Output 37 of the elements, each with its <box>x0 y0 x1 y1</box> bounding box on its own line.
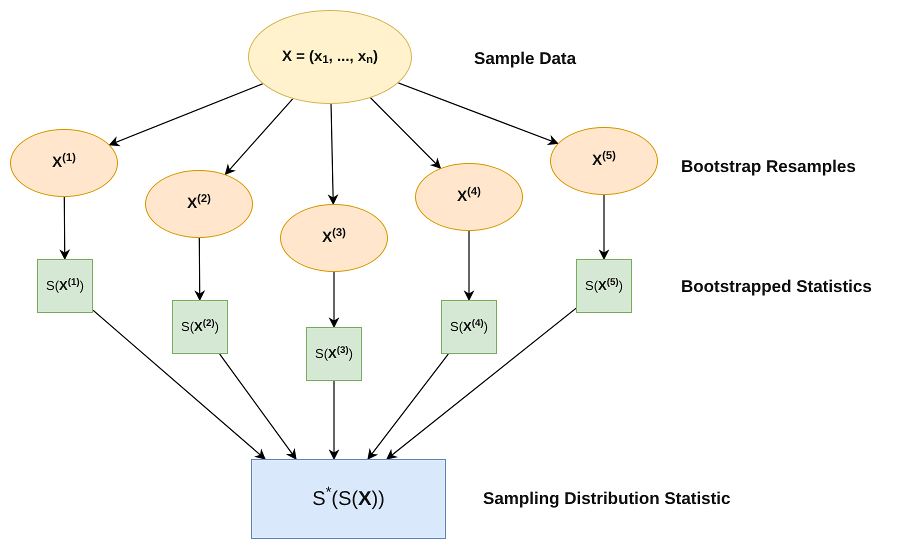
arrow <box>386 308 576 460</box>
node-text: S(X$^{(4)}$) <box>450 318 488 336</box>
stage-label: Sample Data <box>474 48 576 70</box>
arrow <box>224 98 294 176</box>
arrow <box>598 195 610 260</box>
arrow <box>328 272 340 328</box>
arrow <box>370 97 442 169</box>
arrow <box>194 238 206 302</box>
arrow <box>59 197 70 260</box>
statistic-box <box>37 259 93 313</box>
stage-label: Bootstrapped Statistics <box>681 276 872 298</box>
arrow <box>367 354 449 460</box>
node-text: X$^{(2)}$ <box>187 194 211 214</box>
arrow <box>108 83 263 146</box>
stage-label: Bootstrap Resamples <box>681 156 856 178</box>
node-text: X = (x$_{1}$, ..., x$_{n}$) <box>282 48 378 66</box>
statistic-box <box>576 259 632 313</box>
node-text: S$^{*}$(S(X)) <box>312 486 385 512</box>
result-box <box>251 459 446 539</box>
node-text: S(X$^{(1)}$) <box>46 278 84 294</box>
arrow <box>328 104 338 206</box>
stage-label: Sampling Distribution Statistic <box>483 488 730 510</box>
arrow <box>464 231 474 302</box>
node-text: X$^{(1)}$ <box>52 154 76 172</box>
node-text: X$^{(4)}$ <box>457 188 481 206</box>
node-text: X$^{(5)}$ <box>592 152 616 170</box>
node-text: S(X$^{(5)}$) <box>585 278 623 294</box>
arrow <box>398 82 559 146</box>
statistic-box <box>306 327 362 381</box>
node-text: S(X$^{(2)}$) <box>181 318 219 336</box>
statistic-box <box>172 300 228 354</box>
arrow <box>219 354 297 460</box>
node-text: X$^{(3)}$ <box>322 228 346 248</box>
arrow <box>328 381 340 460</box>
node-text: S(X$^{(3)}$) <box>315 346 353 362</box>
arrow <box>92 310 266 460</box>
statistic-box <box>441 300 497 354</box>
